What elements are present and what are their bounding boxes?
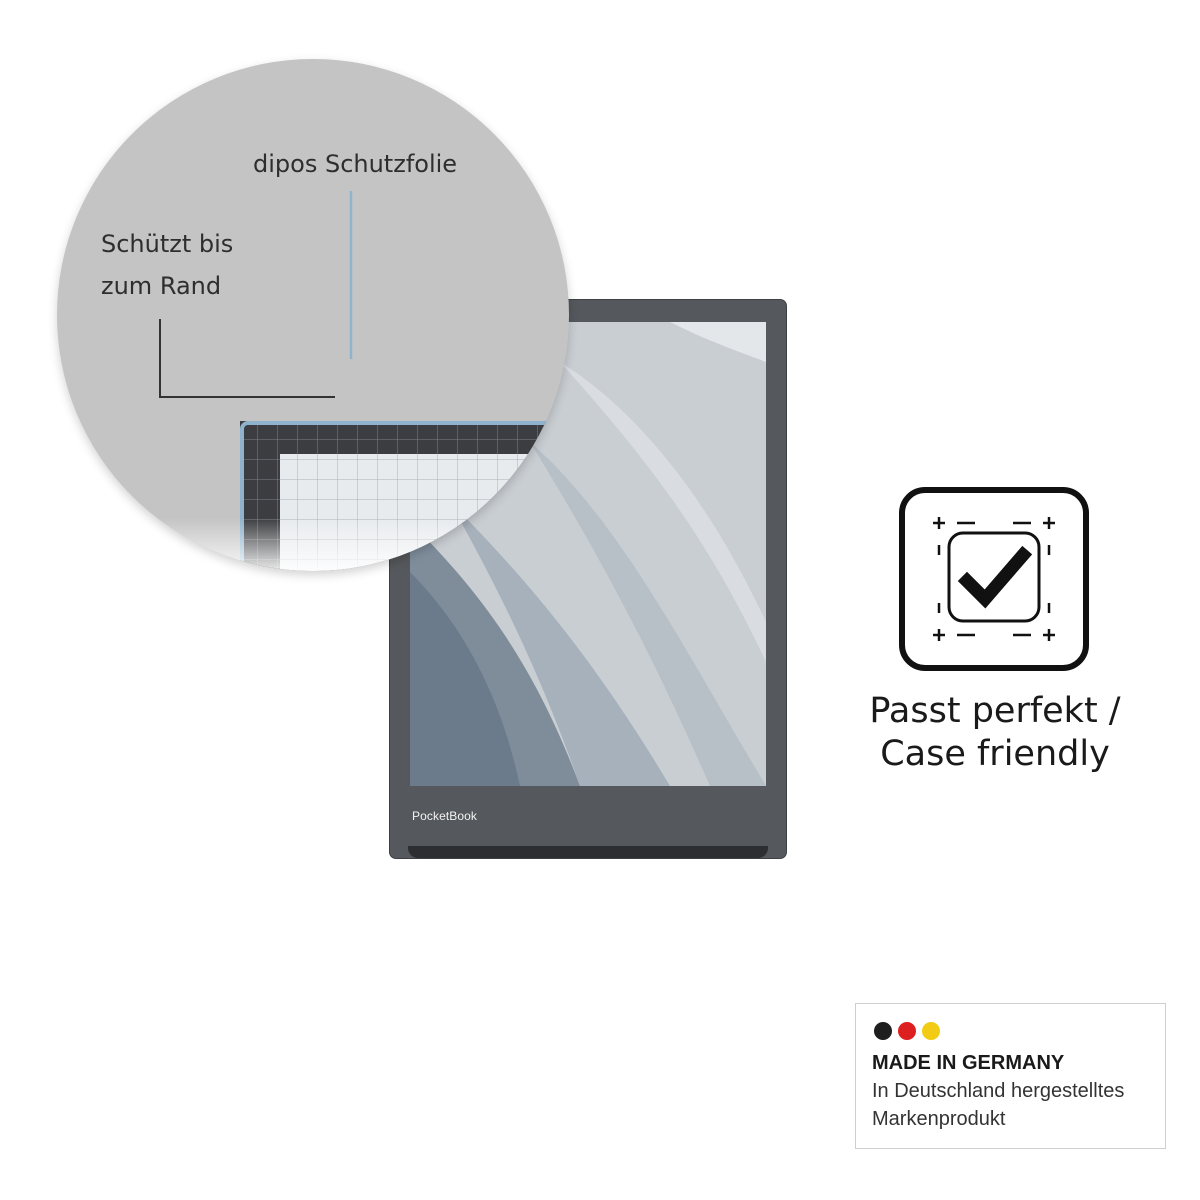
badge-line1: In Deutschland hergestelltes xyxy=(872,1080,1125,1102)
ereader-bottom-edge xyxy=(408,846,768,858)
magnifier-circle: dipos Schutzfolie Schützt bis zum Rand xyxy=(57,59,569,571)
made-in-germany-badge: MADE IN GERMANY In Deutschland hergestel… xyxy=(855,1003,1166,1149)
check-in-frame-icon xyxy=(899,487,1089,671)
flag-dot-red-icon xyxy=(898,1022,916,1040)
case-label-line1: Passt perfekt / xyxy=(869,691,1121,731)
ereader-screen xyxy=(410,322,766,786)
magnified-edge-illustration xyxy=(57,191,569,571)
device-brand-logo: PocketBook xyxy=(412,809,478,823)
badge-line2: Markenprodukt xyxy=(872,1108,1006,1130)
flag-dot-gold-icon xyxy=(922,1022,940,1040)
case-friendly-label: Passt perfekt / Case friendly xyxy=(830,690,1160,776)
edge-label-line1: Schützt bis xyxy=(101,230,234,258)
case-label-line2: Case friendly xyxy=(880,734,1110,774)
edge-label-line2: zum Rand xyxy=(101,272,222,300)
film-label: dipos Schutzfolie xyxy=(253,150,458,178)
badge-title: MADE IN GERMANY xyxy=(872,1052,1065,1074)
check-icon xyxy=(933,517,1055,641)
flag-dot-black-icon xyxy=(874,1022,892,1040)
